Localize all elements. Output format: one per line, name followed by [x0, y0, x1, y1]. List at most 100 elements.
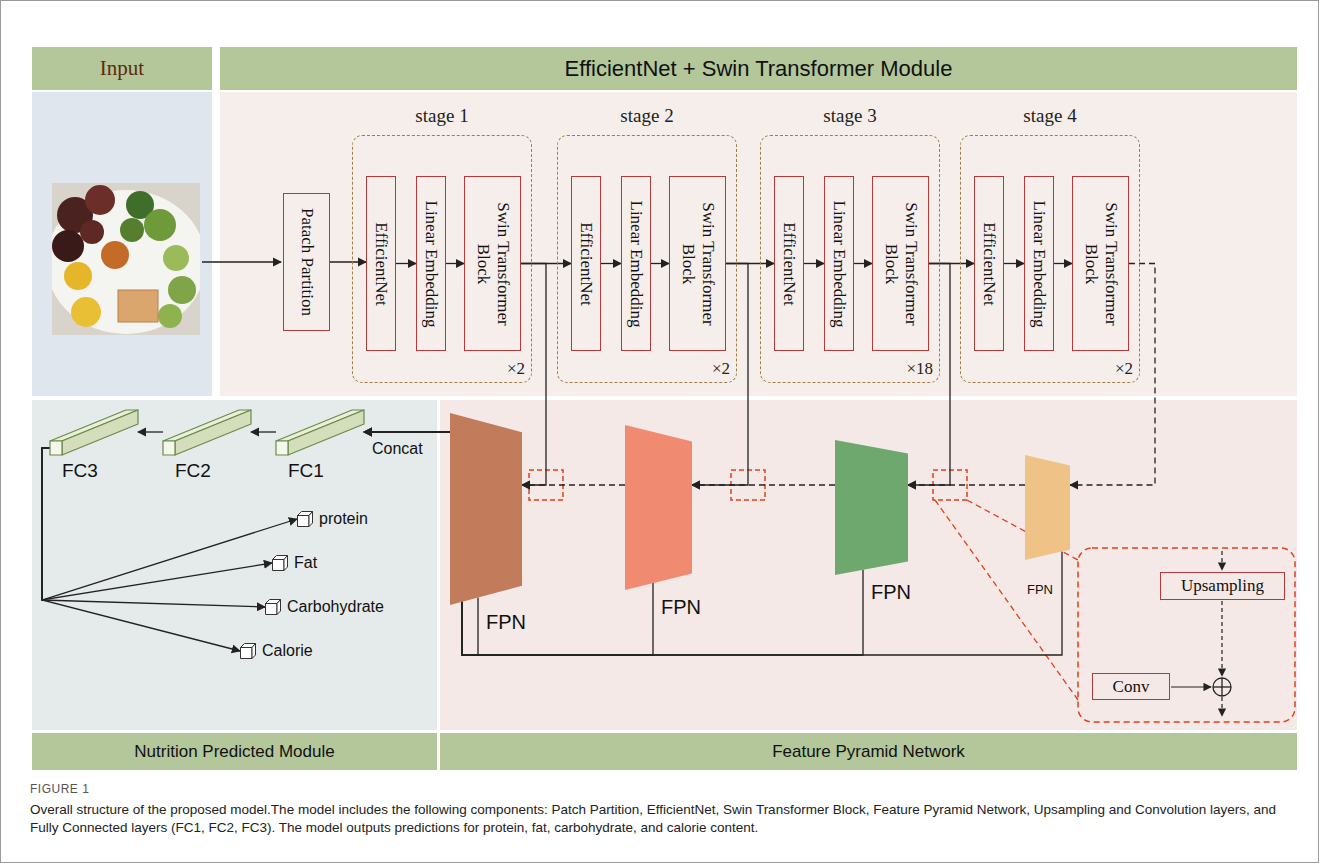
feature-map-shape: [1025, 455, 1070, 560]
merge-callout: [1213, 678, 1231, 696]
box-label: Linear Embedding: [421, 200, 441, 327]
connector-arrow: [446, 263, 464, 264]
merge-callout: [1221, 697, 1222, 716]
connector-arrow: [251, 431, 276, 432]
connector-arrow: [1004, 263, 1024, 264]
fc-bar: [163, 410, 251, 455]
connector-arrow: [330, 261, 366, 262]
food-photo: [101, 241, 129, 269]
process-box: Swin Transformer Block: [464, 176, 521, 351]
repeat-count: ×2: [712, 359, 730, 379]
output-node: Fat: [272, 552, 317, 574]
output-node: Carbohydrate: [265, 596, 384, 618]
merge-callout: [1078, 548, 1295, 722]
box-label: EfficientNet: [576, 222, 596, 306]
fc-bar-face: [163, 441, 175, 455]
box-label: Upsampling: [1181, 576, 1264, 596]
fc-bar: [276, 410, 364, 455]
food-photo: [52, 190, 200, 334]
box-label: EfficientNet: [371, 222, 391, 306]
stage-heading: stage 4: [961, 105, 1139, 127]
feature-map-shape: [835, 440, 908, 575]
feature-map-shape: [625, 425, 692, 590]
box-label: Swin Transformer Block: [1081, 194, 1120, 334]
fc-label: FC3: [62, 460, 98, 482]
merge-callout: [1221, 601, 1222, 676]
cube-face: [241, 648, 253, 659]
fc-layer: FC3: [50, 410, 138, 455]
feature-map: FPN: [450, 413, 522, 605]
process-box: EfficientNet: [571, 176, 601, 351]
output-label: Fat: [294, 554, 317, 572]
box-label: Linear Embedding: [626, 200, 646, 327]
fc-bar-face: [62, 410, 138, 455]
box-label: Swin Transformer Block: [473, 194, 512, 334]
cube-face: [284, 556, 288, 571]
header-band: EfficientNet + Swin Transformer Module: [220, 47, 1297, 90]
feature-map: FPN: [625, 425, 692, 590]
stage-group: stage 4×2EfficientNetLinear EmbeddingSwi…: [960, 135, 1140, 383]
output-node: Calorie: [240, 640, 313, 662]
fc-bar-face: [175, 410, 251, 455]
connector-arrow: [42, 448, 240, 651]
output-cube: [240, 643, 256, 659]
fpn-label: FPN: [661, 596, 701, 619]
connector-arrow: [396, 263, 416, 264]
box-label: Linear Embedding: [1029, 200, 1049, 327]
box-label: Swin Transformer Block: [881, 194, 920, 334]
connector-arrow: [601, 263, 621, 264]
feature-map-plane: [625, 425, 692, 590]
process-box: Swin Transformer Block: [872, 176, 929, 351]
food-photo: [85, 185, 115, 215]
band-title: Feature Pyramid Network: [772, 742, 965, 762]
process-box: Linear Embedding: [1024, 176, 1054, 351]
box-label: Linear Embedding: [829, 200, 849, 327]
stage-group: stage 3×18EfficientNetLinear EmbeddingSw…: [760, 135, 940, 383]
connector-arrow: [1054, 263, 1072, 264]
connector-arrow: [651, 263, 669, 264]
fpn-label: FPN: [486, 611, 526, 634]
fpn-label: FPN: [1027, 582, 1053, 597]
figure-number: FIGURE 1: [30, 782, 89, 796]
box-label: EfficientNet: [779, 222, 799, 306]
food-photo: [71, 297, 101, 327]
connector-arrow: [42, 448, 272, 600]
cube-face: [266, 604, 278, 615]
box-label: Conv: [1113, 677, 1150, 697]
backbone-panel: [220, 92, 1297, 396]
process-box: Linear Embedding: [416, 176, 446, 351]
repeat-count: ×18: [906, 359, 933, 379]
food-photo: [64, 262, 92, 290]
connector-arrow: [138, 431, 163, 432]
band-title: EfficientNet + Swin Transformer Module: [565, 56, 953, 82]
food-photo: [163, 245, 189, 271]
fc-label: FC2: [175, 460, 211, 482]
stage-heading: stage 3: [761, 105, 939, 127]
header-band: Nutrition Predicted Module: [32, 733, 437, 770]
food-photo: [52, 230, 84, 262]
cube-face: [252, 644, 256, 659]
process-box: Patach Partition: [283, 193, 330, 331]
cube-face: [277, 600, 281, 615]
connector-arrow: [854, 263, 872, 264]
fc-layer: FC1: [276, 410, 364, 455]
box-label: Patach Partition: [297, 208, 317, 316]
output-label: Carbohydrate: [287, 598, 384, 616]
merge-callout: [1221, 551, 1222, 570]
process-box: EfficientNet: [774, 176, 804, 351]
connector-arrow: [908, 484, 1025, 485]
fpn-panel: [440, 400, 1297, 730]
process-box: Linear Embedding: [824, 176, 854, 351]
fc-bar-face: [276, 441, 288, 455]
output-node: protein: [297, 508, 368, 530]
connector-arrow: [692, 484, 835, 485]
fc-bar: [50, 410, 138, 455]
stage-group: stage 2×2EfficientNetLinear EmbeddingSwi…: [557, 135, 737, 383]
connector-arrow: [364, 432, 863, 655]
process-box: Linear Embedding: [621, 176, 651, 351]
header-band: Feature Pyramid Network: [440, 733, 1297, 770]
header-band: Input: [32, 47, 212, 90]
food-photo: [118, 290, 158, 322]
